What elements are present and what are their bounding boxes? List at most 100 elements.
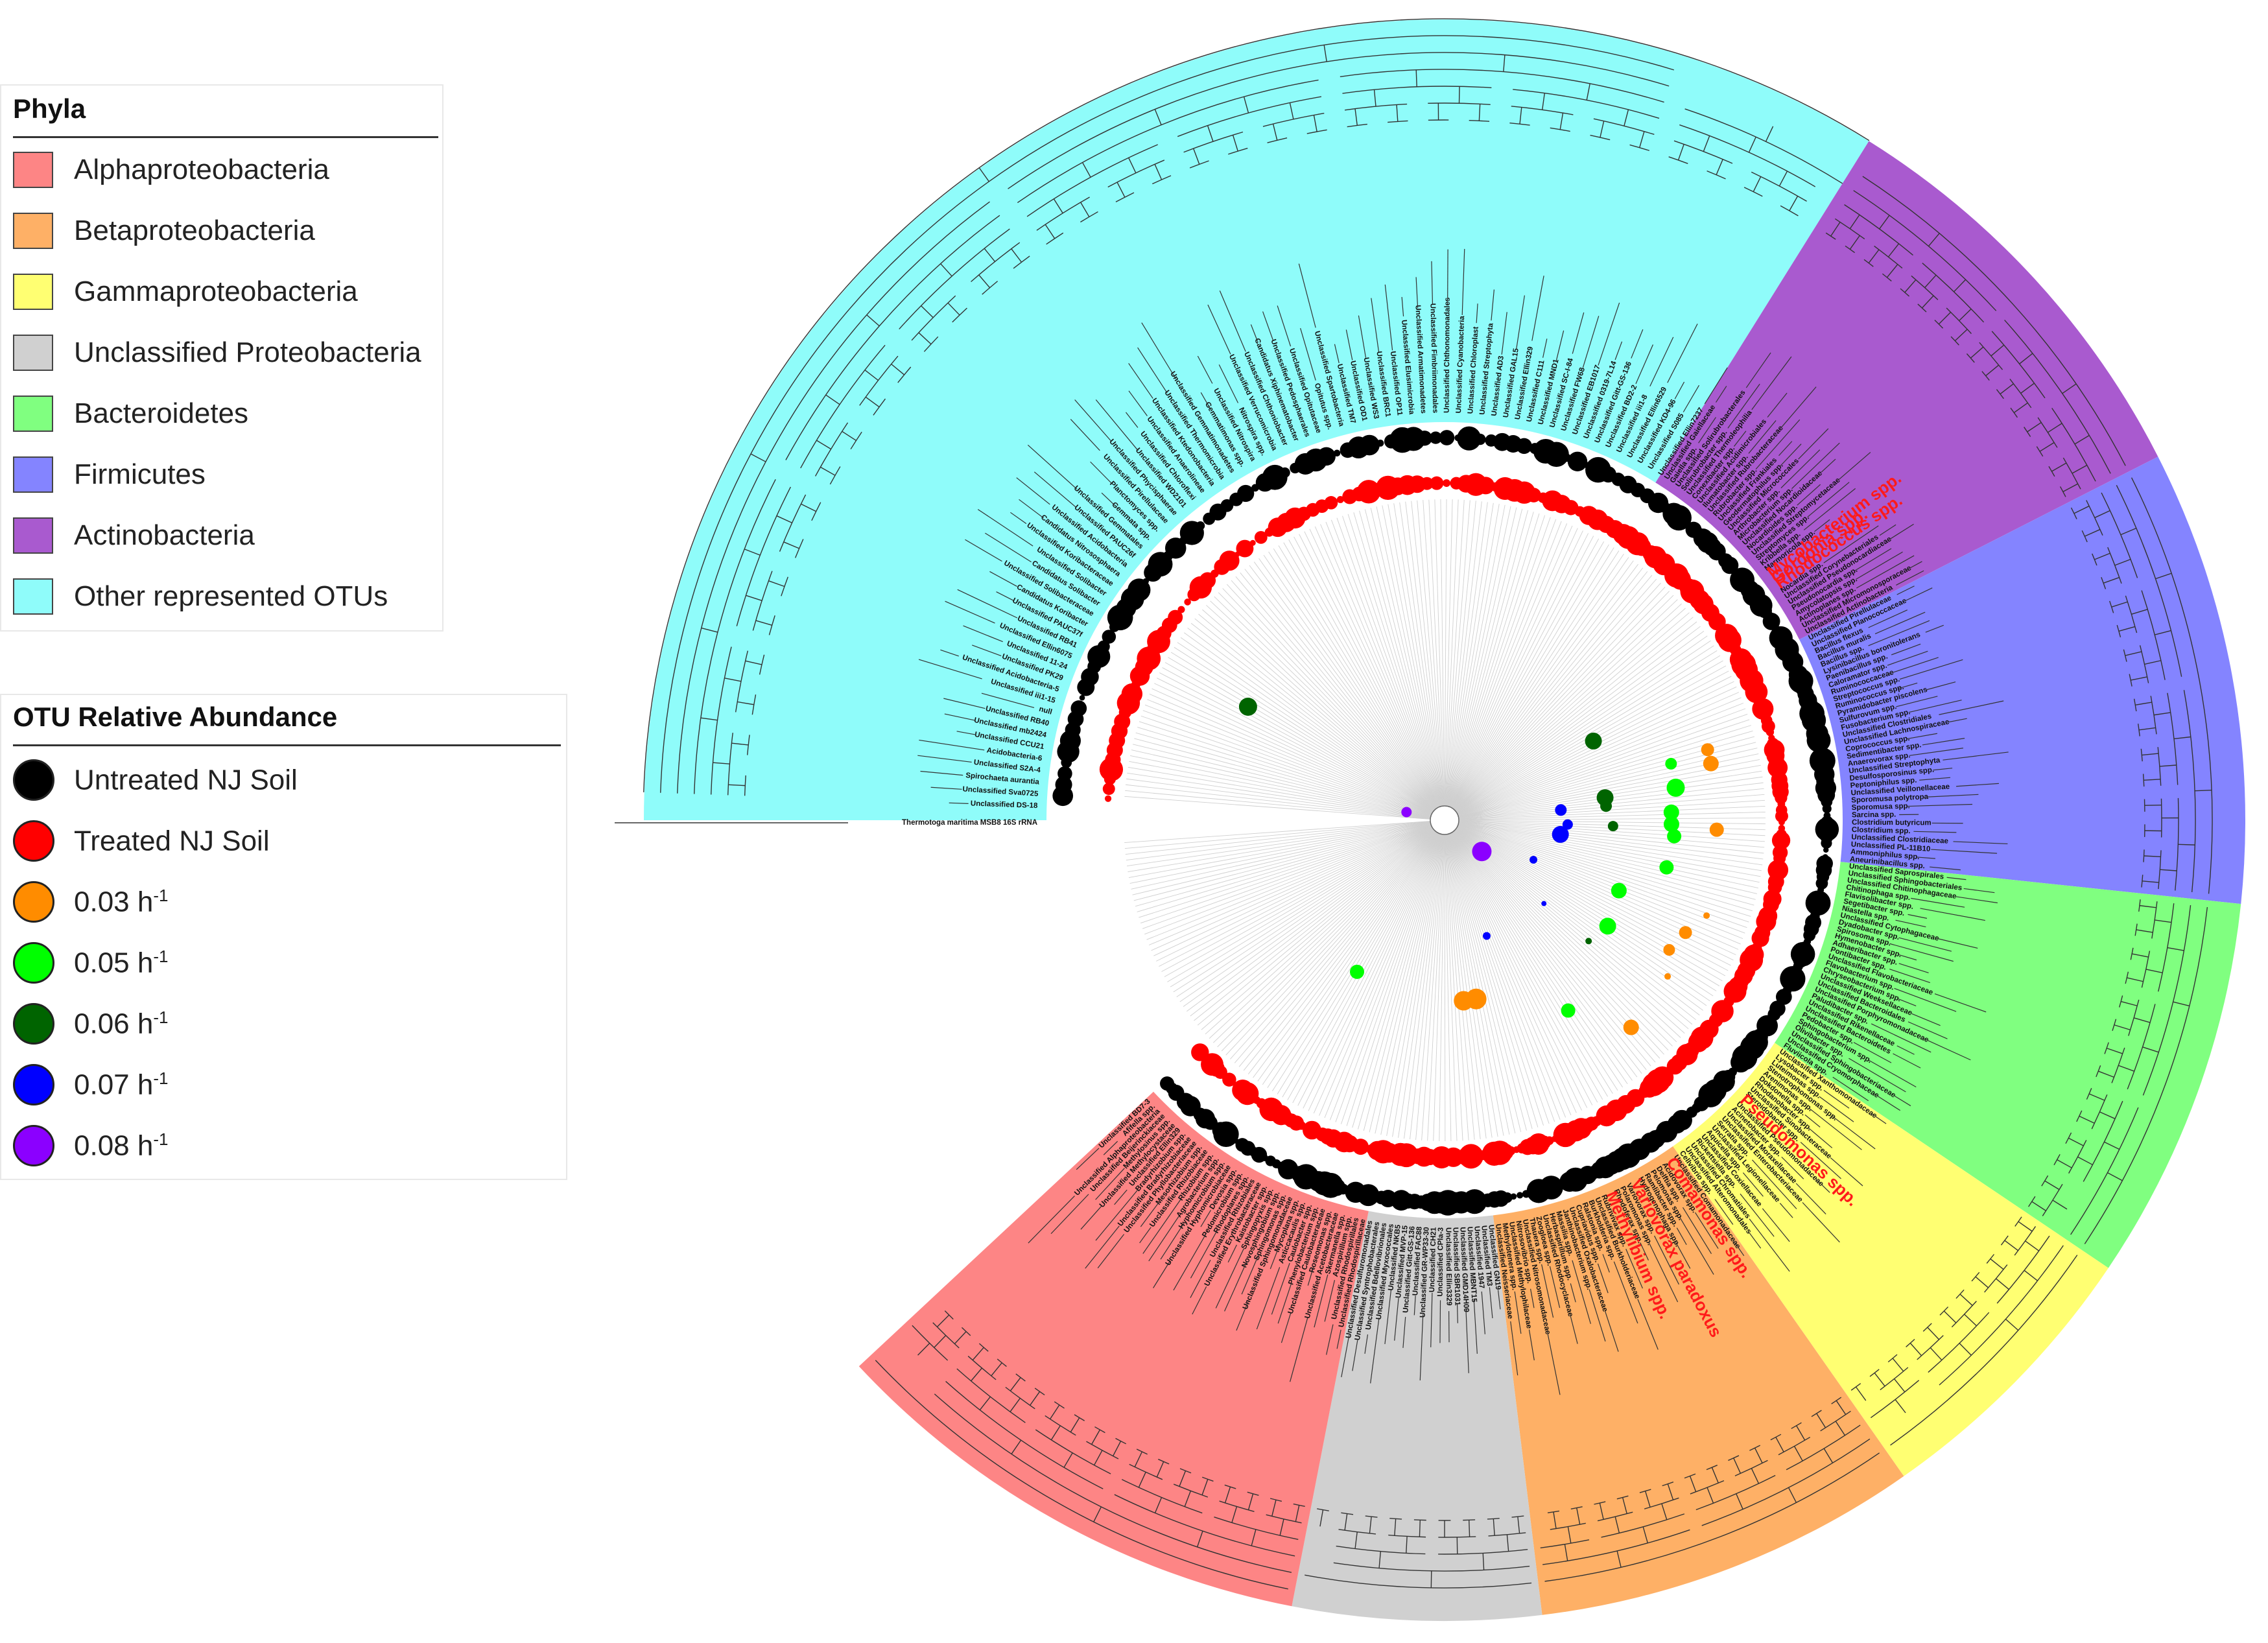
terminal-branch [1277,305,1292,347]
center-ray [1444,521,1562,821]
clade-stem [2159,764,2177,767]
center-ray [1444,626,1701,821]
center-ray [1444,820,1765,848]
center-ray [1244,569,1445,821]
clade-stem [936,1314,950,1327]
center-ray [1411,501,1445,821]
center-ray [1444,820,1463,1141]
center-ray [1347,514,1445,821]
center-ray [1190,820,1445,1017]
abundance-legend-label: 0.05 h-1 [74,947,168,980]
center-ray [1202,609,1445,821]
terminal-branch [1192,1286,1207,1315]
center-ray [1444,820,1493,1138]
center-ray [1444,515,1546,821]
clade-arc [2125,971,2129,984]
clade-stem [1586,83,1590,100]
culture-marker [1600,800,1612,812]
clade-arc [1743,187,1763,197]
terminal-branch [1755,419,1801,469]
center-ray [1444,820,1572,1116]
terminal-branch [1613,1261,1638,1324]
center-ray [1444,820,1749,923]
clade-stem [1954,329,1968,342]
clade-stem [917,1343,930,1356]
clade-arc [2041,1175,2049,1187]
clade-stem [2114,1024,2131,1031]
center-ray [1444,501,1482,821]
terminal-branch [1887,650,1928,666]
clade-stem [746,595,762,601]
phyla-legend-divider [13,136,438,138]
clade-arc [2160,798,2162,838]
center-ray [1319,820,1445,1116]
center-ray [1335,820,1445,1122]
clade-arc [2183,690,2196,893]
center-ray [1444,713,1748,821]
culture-marker [1703,755,1719,772]
clade-stem [1830,222,1841,237]
terminal-branch [1823,525,1879,563]
center-ray [1444,820,1498,1137]
clade-stem [1904,279,1917,293]
terminal-branch [1896,1045,1915,1055]
clade-stem [2155,630,2171,635]
clade-stem [700,717,718,721]
terminal-branch [1931,849,1998,854]
center-ray [1444,820,1753,912]
clade-arc [1438,1549,1528,1555]
leaf-label: Unclassified Cyanobacteria [1455,315,1466,413]
clade-stem [1909,1343,1922,1356]
culture-marker [1701,743,1714,757]
clade-arc [2036,446,2044,457]
terminal-branch [1915,857,1935,859]
clade-stem [2136,929,2153,933]
terminal-branch [1465,1306,1469,1373]
tree-branches [615,18,2213,1590]
untreated-marker [1813,906,1820,913]
center-ray [1297,820,1445,1106]
abundance-legend-divider [13,744,561,746]
clade-stem [2031,1201,2046,1211]
terminal-branch [1946,877,1967,881]
treated-marker [1233,1082,1243,1091]
clade-stem [1793,1446,1803,1461]
center-ray [1444,730,1753,821]
center-ray [1444,612,1690,821]
clade-stem [1050,1425,1061,1441]
clade-stem [1134,1451,1143,1467]
clade-stem [801,503,816,512]
clade-arc [1882,273,1892,282]
clade-arc [1342,86,1492,94]
clade-stem [2104,1141,2120,1150]
clade-stem [934,1335,947,1348]
center-ray [1444,519,1557,821]
terminal-branch [1748,420,1777,454]
center-ray [1129,820,1445,884]
clade-stem [820,466,836,476]
terminal-branch [1215,1248,1245,1308]
untreated-marker [1097,640,1110,653]
leaf-label: Unclassified Fimbriimonadales [1428,303,1439,414]
phyla-legend-label: Firmicutes [74,458,206,490]
clade-stem [1639,131,1645,148]
terminal-branch [1358,315,1367,358]
terminal-branch [1034,471,1076,508]
center-ray [1126,820,1445,867]
clade-stem [2062,483,2079,492]
treated-marker [1778,819,1785,825]
terminal-branch [1224,1261,1247,1312]
terminal-branch [965,539,1002,562]
clade-arc [1844,204,1913,256]
terminal-branch [1413,1295,1416,1316]
clade-arc [1590,134,1611,141]
center-ray [1287,820,1445,1100]
clade-arc [1786,1424,1861,1471]
terminal-branch [1742,1172,1764,1197]
terminal-branch [1676,1227,1687,1246]
center-ray [1154,683,1445,821]
terminal-branch [1808,1127,1833,1148]
clade-arc [1333,1562,1530,1572]
clade-stem [1542,93,1545,110]
clade-stem [2167,947,2184,951]
